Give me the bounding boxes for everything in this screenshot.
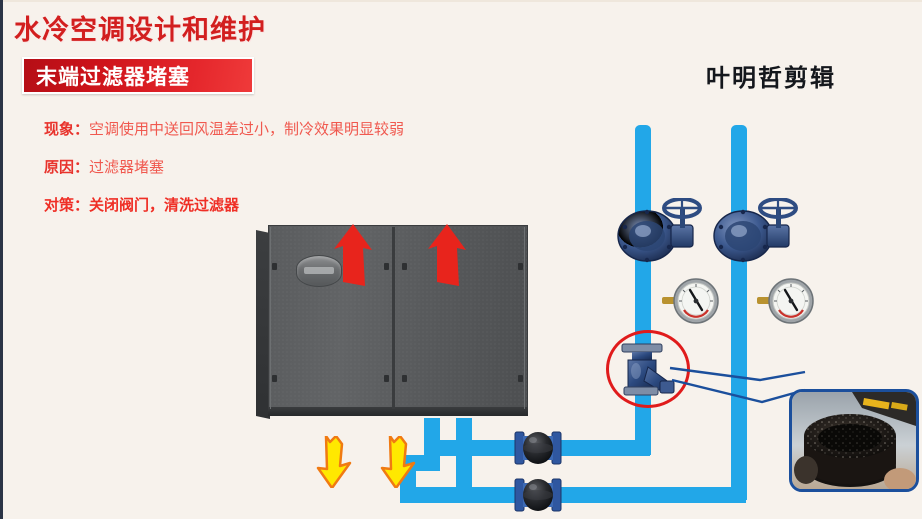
flexible-joint-lower [511, 473, 565, 517]
pipe-horizontal-lower [400, 487, 746, 503]
pipe-riser-right [731, 125, 747, 500]
clogged-filter-photo-inset [789, 389, 919, 492]
pressure-gauge-left [662, 276, 719, 328]
ahu-hinge [518, 263, 523, 270]
bullet-item-countermeasure: 对策：关闭阀门，清洗过滤器 [44, 194, 514, 215]
return-air-arrow-icon [380, 436, 416, 488]
butterfly-valve-right [712, 198, 798, 266]
ahu-panel-edge-left [270, 227, 271, 409]
ahu-door-seam [392, 227, 395, 409]
ahu-latch [384, 375, 389, 382]
bullet-item-cause: 原因：过滤器堵塞 [44, 156, 514, 177]
page-title: 水冷空调设计和维护 [14, 15, 266, 45]
bullet-item-phenomenon: 现象：空调使用中送回风温差过小，制冷效果明显较弱 [44, 118, 514, 139]
pipe-ahu-drop-right [456, 418, 472, 503]
ahu-hinge [518, 375, 523, 382]
bullet-key: 现象： [44, 121, 90, 138]
return-air-arrow-icon [316, 436, 352, 488]
bullet-key: 对策： [44, 197, 90, 214]
strainer-highlight-circle [606, 330, 690, 408]
supply-air-arrow-icon [426, 224, 468, 286]
pressure-gauge-right [757, 276, 814, 328]
ahu-hinge [272, 263, 277, 270]
slide-left-edge [0, 0, 3, 519]
bullet-value: 关闭阀门，清洗过滤器 [89, 197, 240, 214]
ahu-perforation-texture [269, 226, 527, 410]
flexible-joint-upper [511, 426, 565, 470]
bullet-list: 现象：空调使用中送回风温差过小，制冷效果明显较弱 原因：过滤器堵塞 对策：关闭阀… [44, 118, 514, 232]
ahu-latch [402, 375, 407, 382]
ahu-panel-edge-right [524, 227, 525, 409]
callout-connector [650, 350, 810, 420]
section-banner-label: 末端过滤器堵塞 [36, 65, 190, 89]
section-banner: 末端过滤器堵塞 [22, 57, 254, 94]
ahu-base [268, 407, 528, 416]
ahu-hinge [272, 375, 277, 382]
author-watermark: 叶明哲剪辑 [706, 65, 836, 92]
ahu-latch [402, 263, 407, 270]
bullet-value: 过滤器堵塞 [89, 159, 165, 176]
pipe-ahu-drop-left [424, 418, 440, 456]
slide-top-edge [0, 0, 922, 2]
air-handling-unit [256, 225, 528, 419]
bullet-value: 空调使用中送回风温差过小，制冷效果明显较弱 [89, 121, 405, 138]
supply-air-arrow-icon [332, 224, 374, 286]
butterfly-valve-left [616, 198, 702, 266]
ahu-latch [384, 263, 389, 270]
clogged-filter-image [792, 392, 916, 489]
bullet-key: 原因： [44, 159, 90, 176]
ahu-control-dial [296, 255, 342, 287]
